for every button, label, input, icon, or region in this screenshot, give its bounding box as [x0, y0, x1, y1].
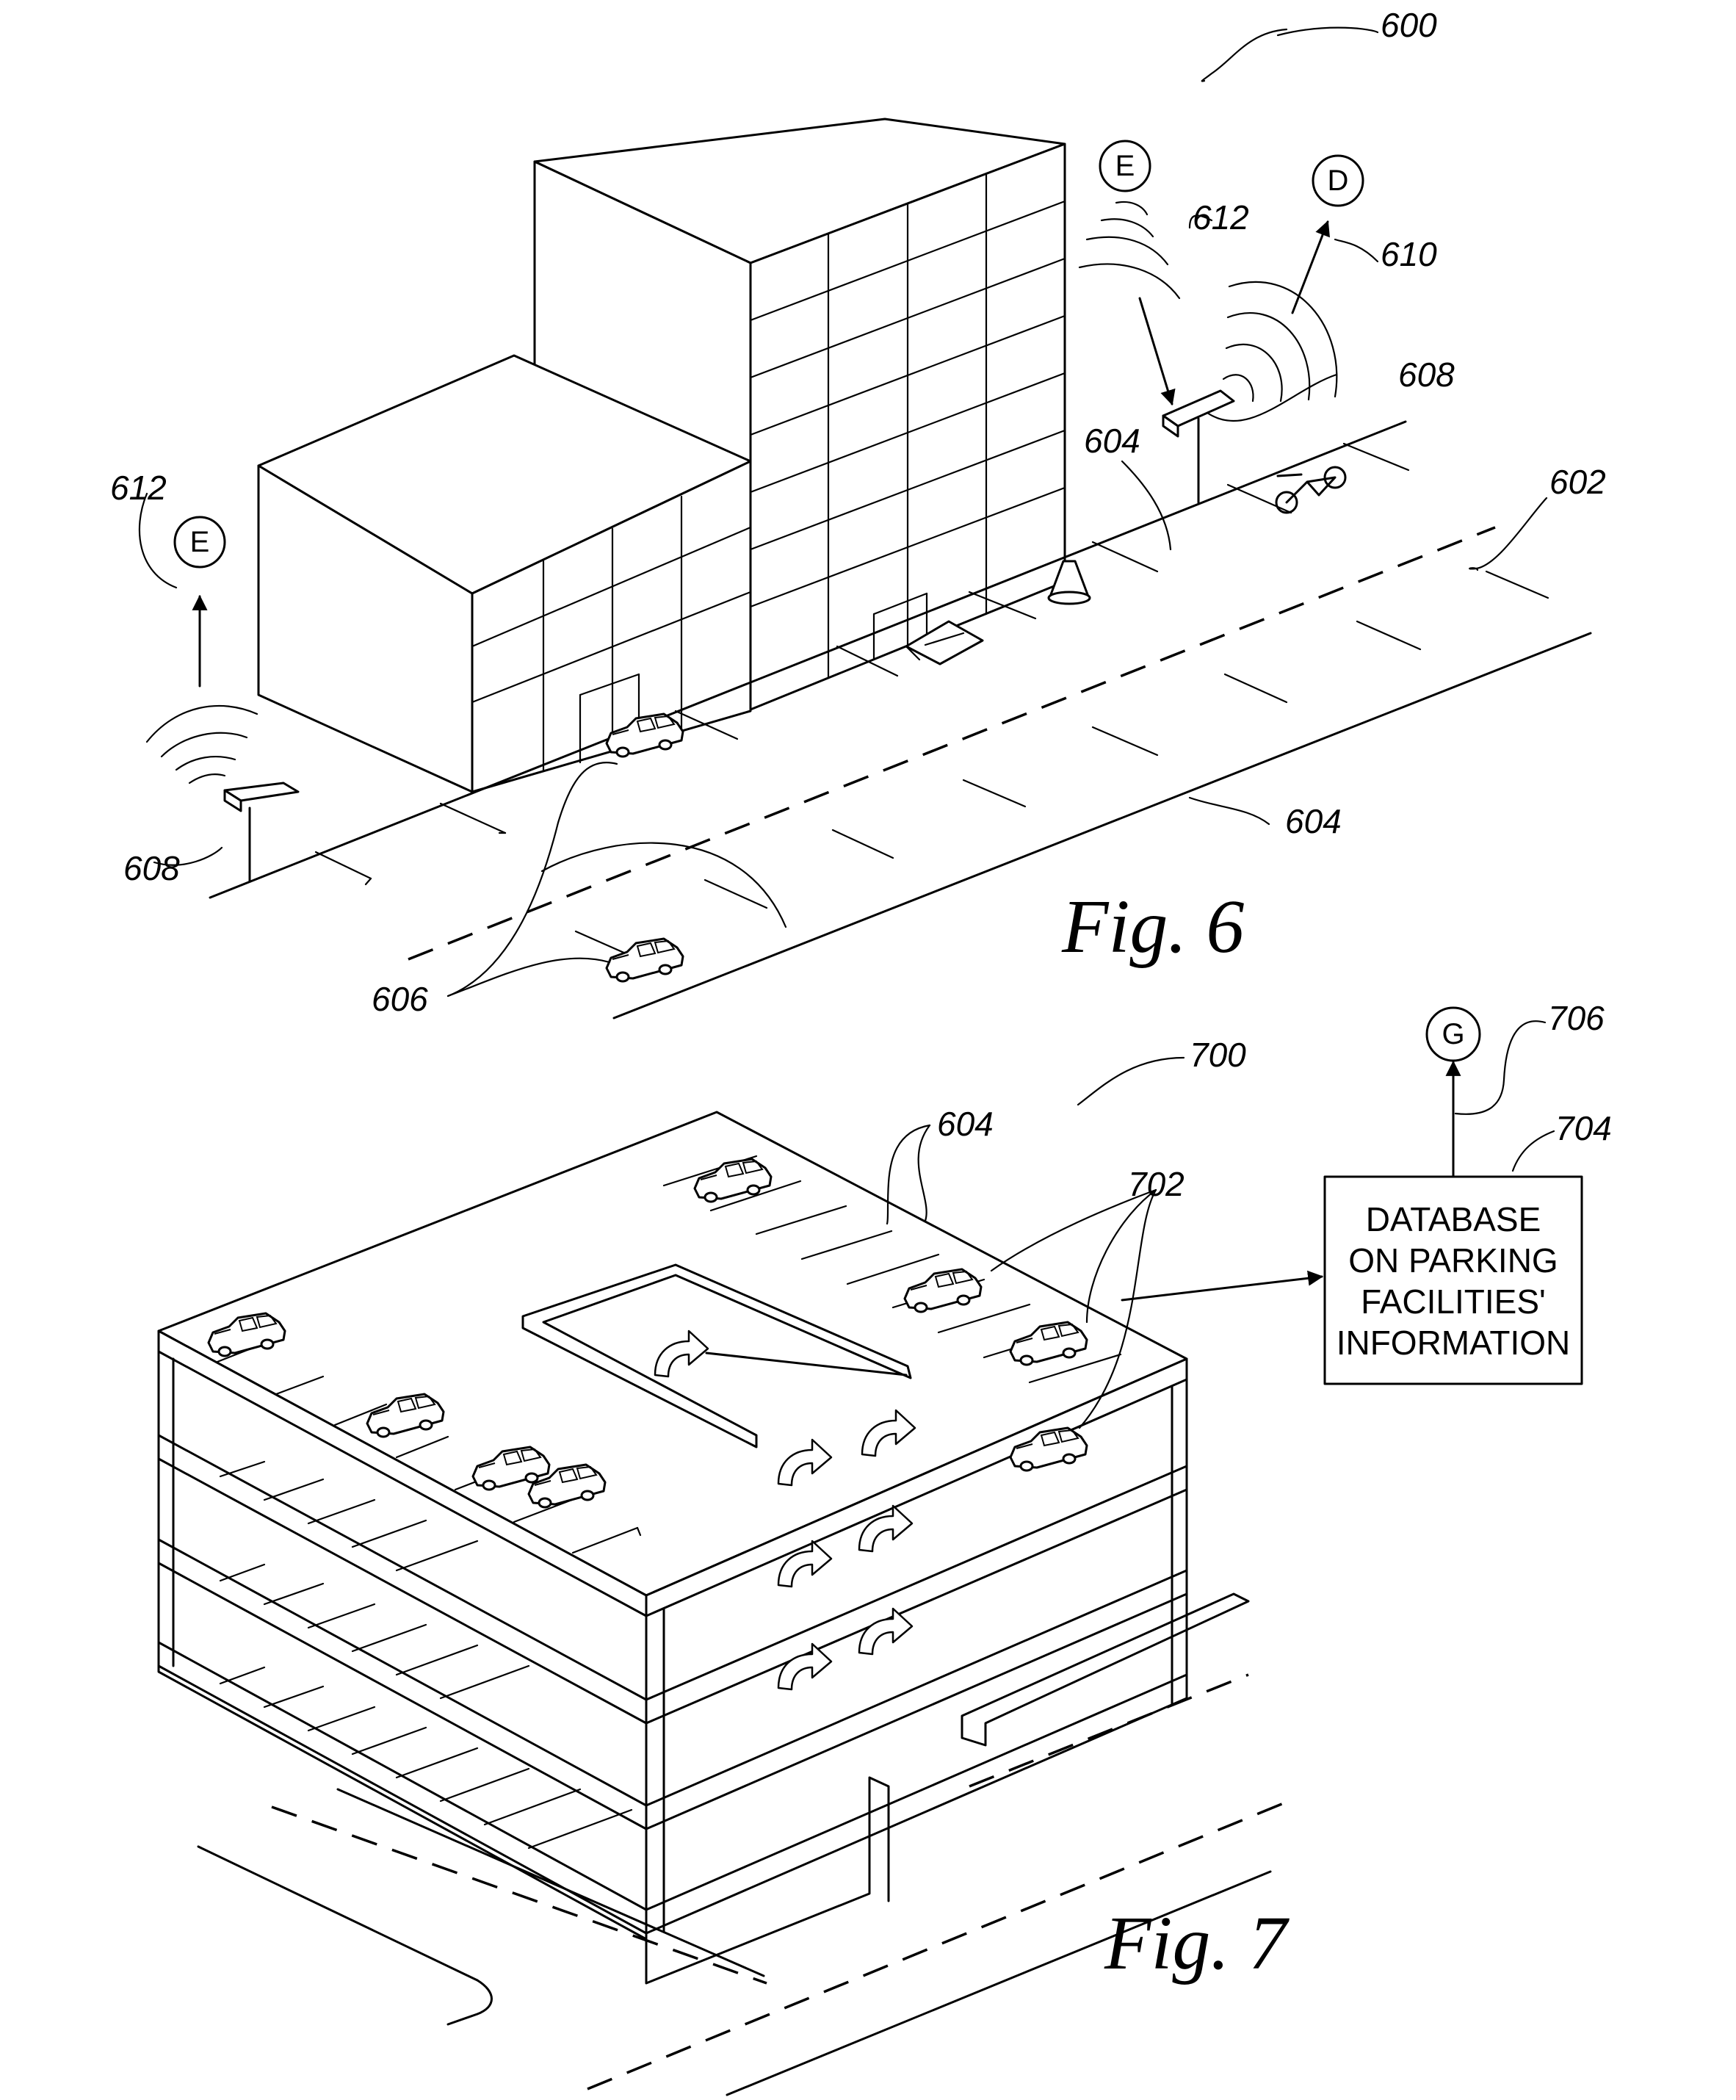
traffic-cone [1049, 561, 1090, 604]
fig6-leaders [140, 28, 1547, 865]
database-line-1: DATABASE [1366, 1200, 1541, 1238]
connector-d-label: D [1328, 165, 1349, 197]
sensor-right [1079, 202, 1337, 502]
fig-6-caption: Fig. 6 [1061, 884, 1244, 969]
parked-car-street [605, 937, 684, 983]
database-line-4: INFORMATION [1337, 1324, 1571, 1362]
ref-702: 702 [1128, 1165, 1185, 1203]
database-box: DATABASE ON PARKING FACILITIES' INFORMAT… [1325, 1177, 1582, 1384]
deck-ramp [523, 1265, 911, 1447]
ref-608-left: 608 [123, 849, 180, 887]
connector-e-left: E [175, 517, 225, 567]
connector-g-label: G [1442, 1018, 1464, 1050]
sidewalk-sign [906, 621, 983, 664]
ref-608-right: 608 [1398, 356, 1455, 394]
ref-602: 602 [1549, 463, 1606, 501]
ref-610: 610 [1381, 235, 1437, 273]
ref-612-left: 612 [110, 469, 167, 507]
connector-e-left-label: E [190, 526, 210, 558]
ref-604-bottom: 604 [1285, 802, 1342, 840]
fig-7-caption: Fig. 7 [1104, 1901, 1290, 1985]
figure-6: E E D 600 602 604 604 606 608 [110, 6, 1606, 1018]
parking-levels [159, 1352, 1187, 1939]
sensor-left [147, 594, 298, 881]
ground-road [198, 1594, 1292, 2095]
ref-704: 704 [1555, 1109, 1612, 1147]
ref-606: 606 [372, 980, 428, 1018]
bicycle [1276, 467, 1345, 513]
connector-e-top-label: E [1115, 150, 1135, 182]
ref-600: 600 [1381, 6, 1437, 44]
ref-612-top: 612 [1193, 198, 1249, 237]
ref-700: 700 [1190, 1036, 1246, 1074]
ref-604-fig7: 604 [937, 1105, 994, 1143]
connector-e-top: E [1100, 141, 1150, 191]
ref-604-top: 604 [1084, 422, 1140, 460]
street [210, 422, 1591, 1018]
database-line-3: FACILITIES' [1361, 1282, 1546, 1321]
fig7-leaders [887, 1021, 1554, 1428]
connector-d: D [1313, 156, 1363, 206]
figure-7: DATABASE ON PARKING FACILITIES' INFORMAT… [159, 999, 1612, 2095]
ref-706: 706 [1548, 999, 1605, 1037]
database-line-2: ON PARKING [1348, 1241, 1558, 1280]
connector-g: G [1427, 1008, 1480, 1061]
